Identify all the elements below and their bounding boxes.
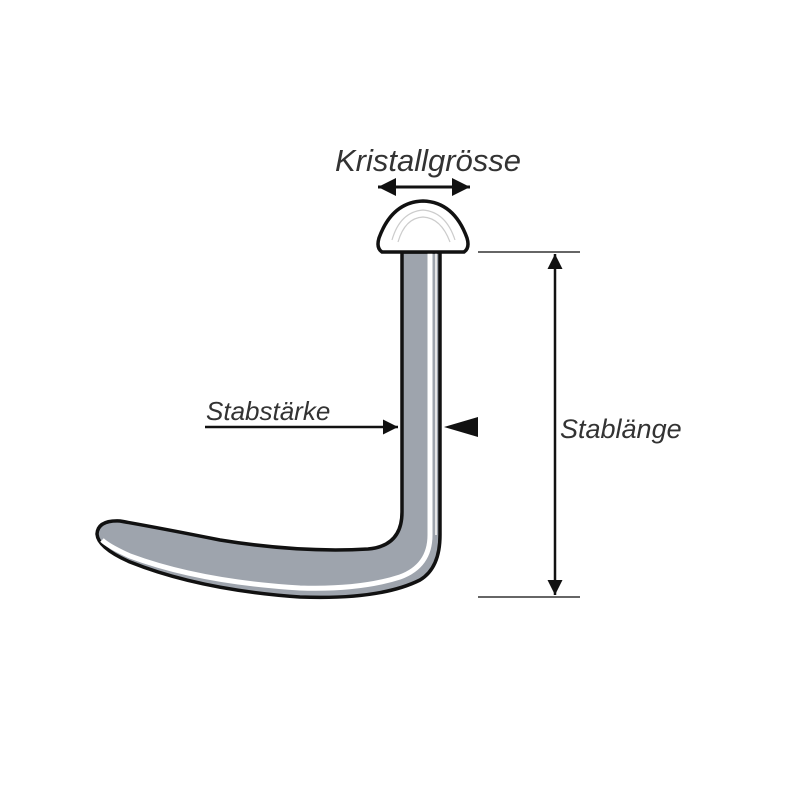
crystal-size-label: Kristallgrösse	[335, 143, 521, 178]
bar-length-label: Stablänge	[560, 414, 682, 444]
crystal-head	[376, 199, 470, 254]
thickness-arrowhead-right	[444, 417, 478, 437]
bar-highlight	[100, 252, 433, 591]
nose-stud-bar	[95, 250, 442, 600]
bar-thickness-label: Stabstärke	[206, 396, 330, 426]
